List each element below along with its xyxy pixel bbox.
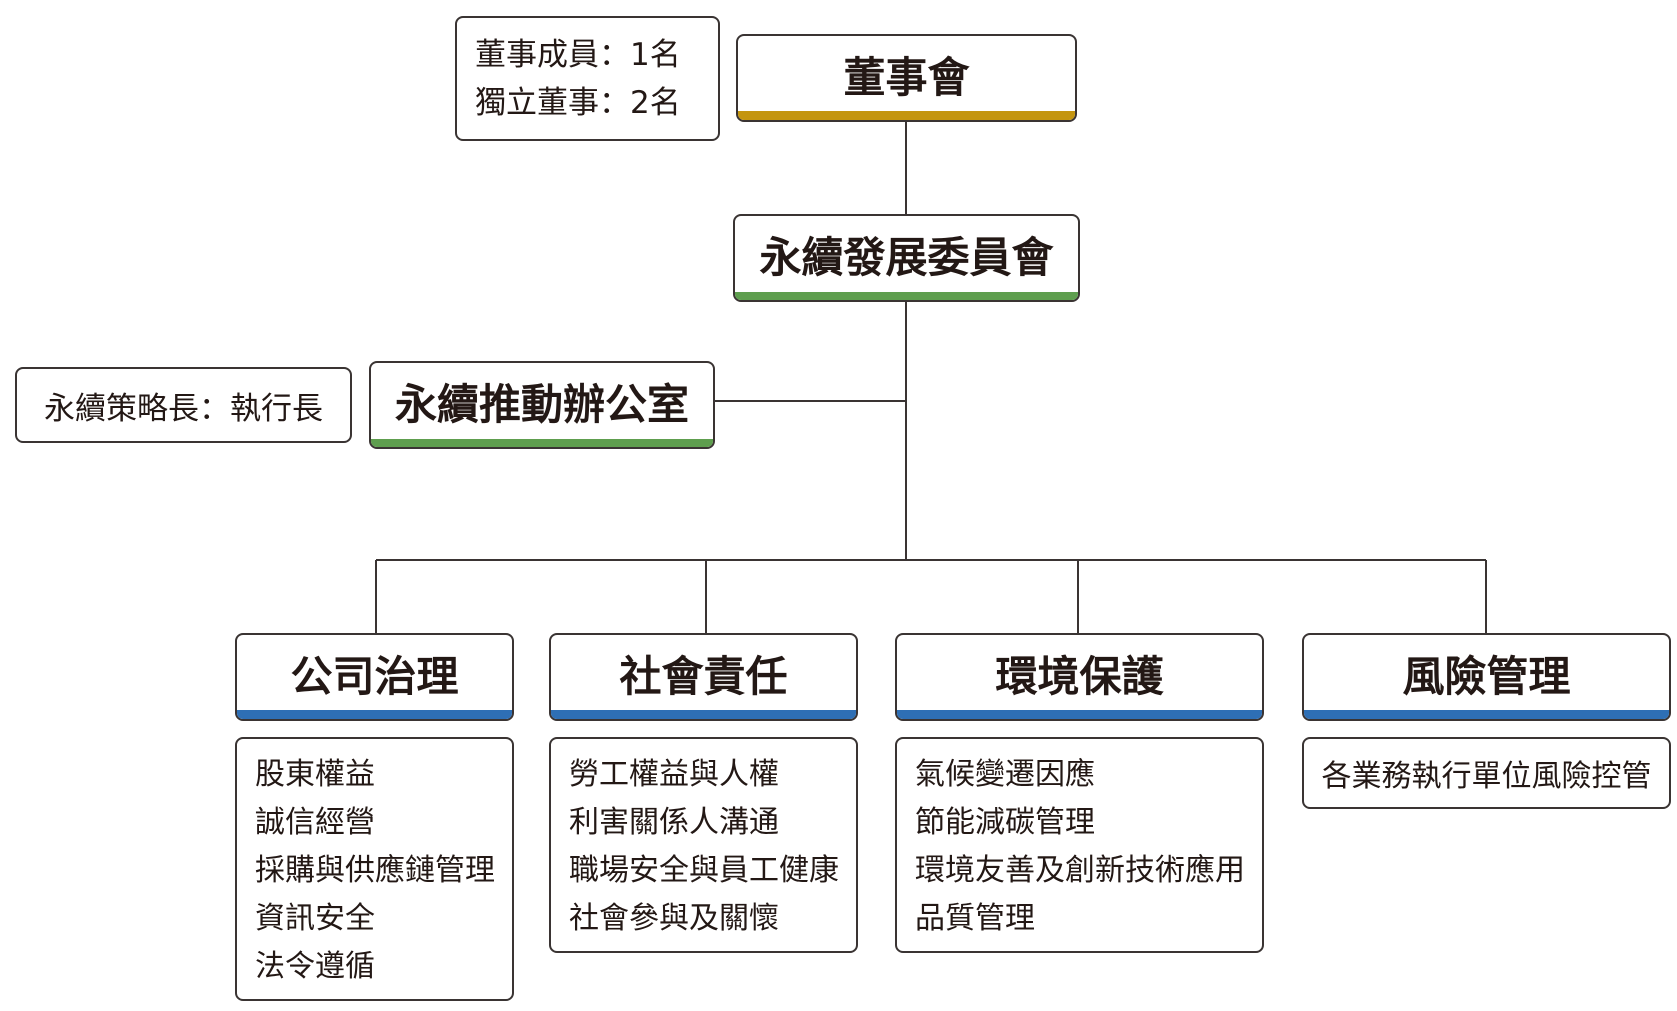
list-item: 社會參與及關懷 <box>569 901 779 936</box>
list-item: 股東權益 <box>255 757 375 792</box>
list-item: 勞工權益與人權 <box>569 757 779 792</box>
pillar-governance-accent-bar <box>237 710 512 719</box>
pillar-environment-header: 環境保護 <box>895 633 1264 721</box>
pillar-risk-title: 風險管理 <box>1402 651 1571 701</box>
board-member-count: 董事成員：1名 <box>475 36 681 73</box>
pillar-environment-items: 氣候變遷因應 節能減碳管理 環境友善及創新技術應用 品質管理 <box>895 737 1264 953</box>
independent-director-count: 獨立董事：2名 <box>475 84 681 121</box>
board-title: 董事會 <box>843 52 970 102</box>
board-of-directors-box: 董事會 <box>736 34 1077 122</box>
list-item: 職場安全與員工健康 <box>569 853 839 888</box>
pillar-social-header: 社會責任 <box>549 633 858 721</box>
cso-note: 永續策略長：執行長 <box>15 367 352 443</box>
committee-title: 永續發展委員會 <box>759 232 1054 282</box>
list-item: 品質管理 <box>915 901 1035 936</box>
committee-accent-bar <box>735 292 1078 300</box>
pillar-social-title: 社會責任 <box>619 651 788 701</box>
list-item: 環境友善及創新技術應用 <box>915 853 1245 888</box>
board-accent-bar <box>738 111 1075 120</box>
pillar-environment-accent-bar <box>897 710 1262 719</box>
pillar-social-items: 勞工權益與人權 利害關係人溝通 職場安全與員工健康 社會參與及關懷 <box>549 737 858 953</box>
sustainability-committee-box: 永續發展委員會 <box>733 214 1080 302</box>
pillar-governance-title: 公司治理 <box>290 651 459 701</box>
pillar-risk-accent-bar <box>1304 710 1669 719</box>
list-item: 各業務執行單位風險控管 <box>1321 759 1652 794</box>
office-accent-bar <box>371 439 713 447</box>
pillar-risk-header: 風險管理 <box>1302 633 1671 721</box>
cso-note-text: 永續策略長：執行長 <box>44 390 323 427</box>
list-item: 採購與供應鏈管理 <box>255 853 495 888</box>
pillar-governance-header: 公司治理 <box>235 633 514 721</box>
list-item: 法令遵循 <box>255 949 375 984</box>
pillar-environment-title: 環境保護 <box>995 651 1164 701</box>
sustainability-office-box: 永續推動辦公室 <box>369 361 715 449</box>
list-item: 氣候變遷因應 <box>915 757 1095 792</box>
list-item: 資訊安全 <box>255 901 375 936</box>
office-title: 永續推動辦公室 <box>394 379 689 429</box>
pillar-governance-items: 股東權益 誠信經營 採購與供應鏈管理 資訊安全 法令遵循 <box>235 737 514 1001</box>
list-item: 節能減碳管理 <box>915 805 1095 840</box>
list-item: 誠信經營 <box>255 805 375 840</box>
pillar-social-accent-bar <box>551 710 856 719</box>
list-item: 利害關係人溝通 <box>569 805 779 840</box>
board-member-note: 董事成員：1名 獨立董事：2名 <box>455 16 720 141</box>
pillar-risk-items: 各業務執行單位風險控管 <box>1302 737 1671 809</box>
